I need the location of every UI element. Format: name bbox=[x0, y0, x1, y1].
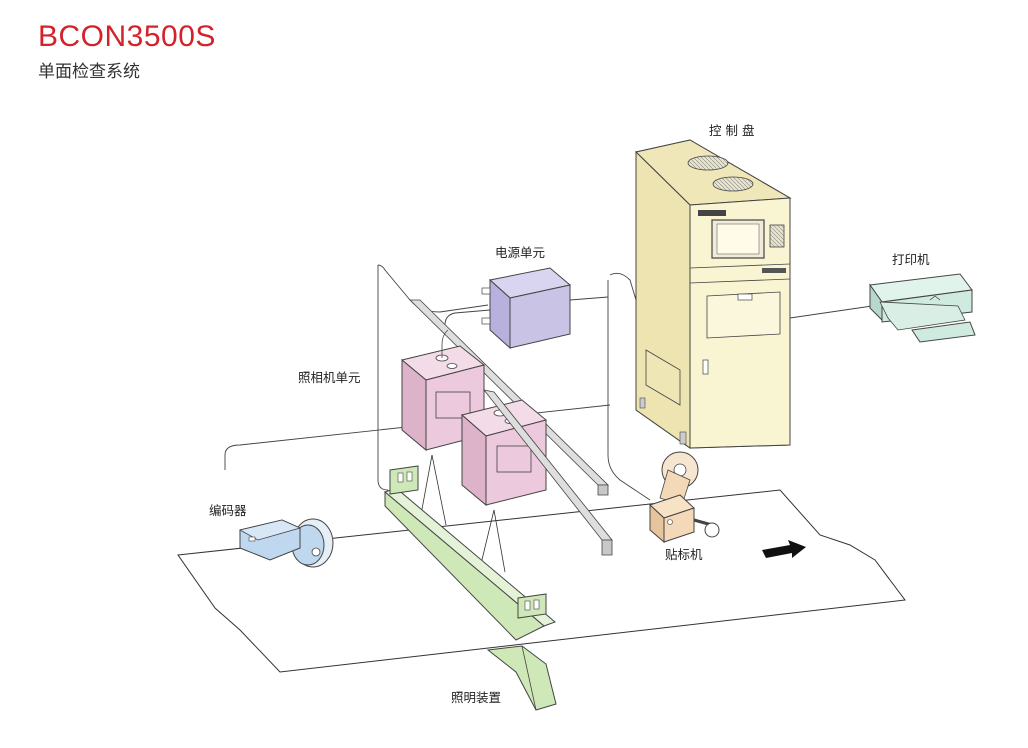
camera-view-lines bbox=[419, 454, 506, 573]
cable-lines bbox=[224, 264, 873, 501]
labeler-label: 贴标机 bbox=[665, 547, 703, 562]
fan-icon bbox=[687, 155, 729, 171]
lighting-unit bbox=[384, 465, 557, 711]
lighting-label: 照明装置 bbox=[451, 690, 502, 705]
conveyor-sheet bbox=[177, 489, 906, 673]
power-unit-box bbox=[481, 267, 572, 350]
camera-unit-2 bbox=[460, 399, 548, 507]
encoder-label: 编码器 bbox=[209, 503, 247, 518]
power-unit-label: 电源单元 bbox=[495, 245, 546, 260]
page-title: BCON3500S bbox=[38, 20, 216, 53]
labeler-device bbox=[649, 451, 720, 544]
fan-icon bbox=[712, 176, 754, 192]
printer-label: 打印机 bbox=[892, 252, 930, 267]
control-panel-cabinet bbox=[634, 139, 792, 449]
flow-arrow-icon bbox=[762, 540, 806, 558]
camera-unit-label: 照相机单元 bbox=[298, 370, 361, 385]
front-rail bbox=[483, 389, 613, 556]
encoder-device bbox=[238, 518, 334, 568]
page-subtitle: 单面检查系统 bbox=[38, 62, 140, 82]
control-panel-label: 控 制 盘 bbox=[709, 123, 755, 138]
printer-device bbox=[869, 273, 976, 343]
